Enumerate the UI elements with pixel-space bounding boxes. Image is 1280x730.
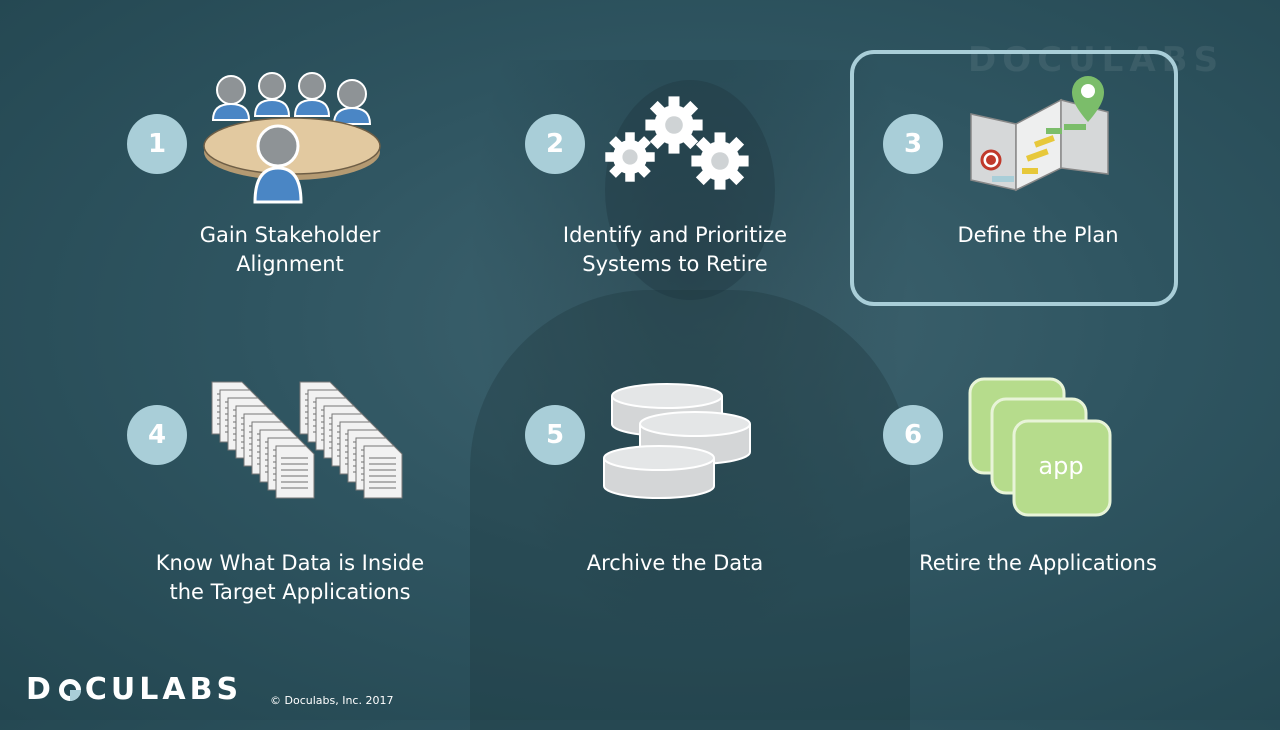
step-number-badge: 5 xyxy=(525,405,585,465)
label-line: Identify and Prioritize xyxy=(562,223,788,247)
label-line: Archive the Data xyxy=(586,551,764,575)
database-icon xyxy=(603,383,751,499)
doculabs-logo: D CULABS xyxy=(26,672,242,707)
logo-text-end: CULABS xyxy=(84,672,243,707)
step-6-label: Retire the Applications xyxy=(873,549,1203,578)
step-3-label: Define the Plan xyxy=(873,221,1203,250)
step-5-label: Archive the Data xyxy=(510,549,840,578)
logo-text-start: D xyxy=(26,672,55,707)
step-2-label: Identify and Prioritize Systems to Retir… xyxy=(510,221,840,279)
label-line: the Target Applications xyxy=(169,580,411,604)
label-line: Alignment xyxy=(236,252,344,276)
map-pin-icon xyxy=(970,76,1109,192)
step-1-label: Gain Stakeholder Alignment xyxy=(125,221,455,279)
app-stack-icon: app xyxy=(968,377,1112,517)
background-presenter-silhouette xyxy=(430,60,950,730)
step-3-highlight-frame xyxy=(850,50,1178,306)
step-number-badge: 6 xyxy=(883,405,943,465)
label-line: Systems to Retire xyxy=(582,252,768,276)
label-line: Know What Data is Inside xyxy=(155,551,425,575)
documents-icon xyxy=(211,381,403,499)
label-line: Define the Plan xyxy=(957,223,1119,247)
logo-o-icon xyxy=(58,678,81,701)
label-line: Gain Stakeholder xyxy=(199,223,381,247)
step-number-badge: 3 xyxy=(883,114,943,174)
step-4-label: Know What Data is Inside the Target Appl… xyxy=(125,549,455,607)
copyright-text: © Doculabs, Inc. 2017 xyxy=(270,694,394,707)
presenter-torso xyxy=(470,290,910,730)
step-number-badge: 2 xyxy=(525,114,585,174)
app-icon-text: app xyxy=(1038,452,1083,480)
step-number-badge: 1 xyxy=(127,114,187,174)
label-line: Retire the Applications xyxy=(919,551,1157,575)
step-number-badge: 4 xyxy=(127,405,187,465)
meeting-table-icon xyxy=(203,72,381,204)
gears-icon xyxy=(605,96,749,190)
